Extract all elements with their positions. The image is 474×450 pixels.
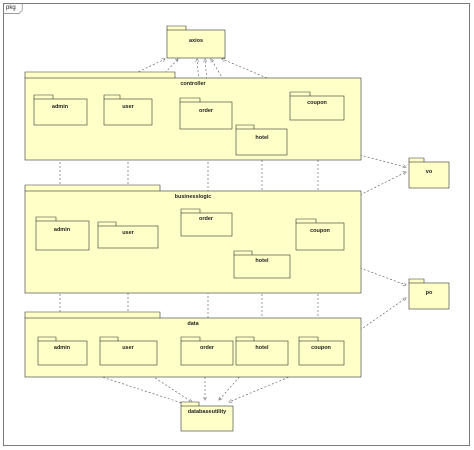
package-controller-user[interactable]: user [103,94,153,126]
dep-controller-vo [359,154,406,167]
package-bl-user-label: user [122,230,134,236]
package-data-admin[interactable]: admin [37,336,88,366]
package-po-label: po [426,290,433,296]
package-bl-order[interactable]: order [180,208,233,237]
package-po[interactable]: po [408,278,450,310]
frame-tab [3,3,23,14]
package-data-admin-label: admin [54,345,71,351]
package-bl-admin[interactable]: admin [35,216,90,251]
package-vo[interactable]: vo [408,157,450,189]
package-bl-coupon-label: coupon [310,228,330,234]
package-axios-label: axios [189,38,203,44]
package-data-order-label: order [200,345,215,351]
package-data-hotel-label: hotel [255,345,269,351]
package-bl-user[interactable]: user [97,221,159,249]
package-data-coupon-label: coupon [311,345,331,351]
package-data-hotel[interactable]: hotel [235,336,289,366]
package-controller-label: controller [180,81,206,87]
package-databaseutility-label: databaseutility [188,409,227,415]
package-bl-hotel-label: hotel [255,258,269,264]
package-data-order[interactable]: order [180,336,234,366]
package-controller-coupon-label: coupon [307,100,327,106]
package-controller-admin[interactable]: admin [33,94,88,126]
package-businesslogic-label: businesslogic [175,194,212,200]
package-data-label: data [187,321,199,327]
package-data-user[interactable]: user [99,336,158,366]
package-controller-order[interactable]: order [179,97,233,130]
frame-label: pkg [6,5,16,11]
package-controller-admin-label: admin [52,104,69,110]
dep-bl-vo [359,172,406,196]
package-controller-order-label: order [199,108,214,114]
package-controller-user-label: user [122,104,134,110]
package-bl-hotel[interactable]: hotel [233,250,291,279]
package-vo-label: vo [426,169,433,175]
package-axios[interactable]: axios [166,25,226,59]
package-databaseutility[interactable]: databaseutility [180,401,234,432]
package-controller-hotel-label: hotel [255,135,269,141]
package-bl-admin-label: admin [54,227,71,233]
package-controller-coupon[interactable]: coupon [289,91,345,121]
diagram-frame [3,3,470,446]
package-data-coupon[interactable]: coupon [298,336,345,366]
dep-data-user-dbu [134,364,192,402]
package-bl-order-label: order [199,216,214,222]
package-controller-hotel[interactable]: hotel [235,124,288,156]
dep-bl-po [359,267,406,285]
dep-data-po [359,298,406,331]
package-data-user-label: user [122,345,134,351]
package-bl-coupon[interactable]: coupon [295,218,345,251]
